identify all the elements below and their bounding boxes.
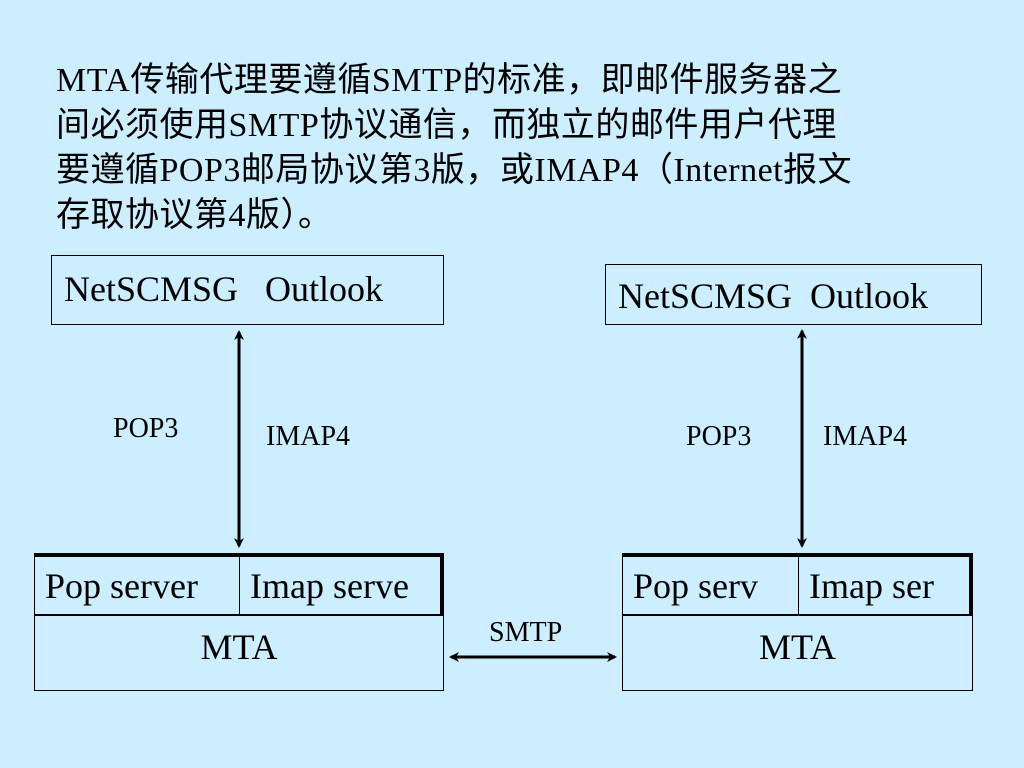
intro-line-3: 要遵循POP3邮局协议第3版，或IMAP4（Internet报文 xyxy=(56,152,853,189)
intro-line-2: 间必须使用SMTP协议通信，而独立的邮件用户代理 xyxy=(56,107,837,144)
intro-line-1: MTA传输代理要遵循SMTP的标准，即邮件服务器之 xyxy=(56,62,843,99)
left-imap-server-cell: Imap serve xyxy=(250,566,409,606)
right-client-label: NetSCMSG Outlook xyxy=(618,276,929,316)
intro-paragraph: MTA传输代理要遵循SMTP的标准，即邮件服务器之 间必须使用SMTP协议通信，… xyxy=(56,58,976,238)
right-server-protocol-row: Pop serv Imap ser xyxy=(623,554,972,616)
left-server-protocol-row: Pop server Imap serve xyxy=(35,554,443,616)
intro-line-4: 存取协议第4版）。 xyxy=(56,197,333,234)
right-mail-server: Pop serv Imap ser MTA xyxy=(622,553,973,691)
right-imap-server-cell: Imap ser xyxy=(809,566,934,606)
right-mta-cell: MTA xyxy=(758,627,837,667)
right-imap4-label: IMAP4 xyxy=(823,421,908,452)
left-imap4-label: IMAP4 xyxy=(266,421,351,452)
right-client-box: NetSCMSG Outlook xyxy=(605,264,982,325)
smtp-label: SMTP xyxy=(489,617,563,648)
left-pop-server-cell: Pop server xyxy=(35,557,240,614)
left-mta-cell: MTA xyxy=(200,627,278,667)
right-pop-server-cell: Pop serv xyxy=(623,557,799,614)
left-client-box: NetSCMSG Outlook xyxy=(51,255,444,325)
left-mail-server: Pop server Imap serve MTA xyxy=(34,553,444,691)
left-pop3-label: POP3 xyxy=(113,413,179,444)
left-client-label: NetSCMSG Outlook xyxy=(64,269,384,309)
right-pop3-label: POP3 xyxy=(686,421,752,452)
